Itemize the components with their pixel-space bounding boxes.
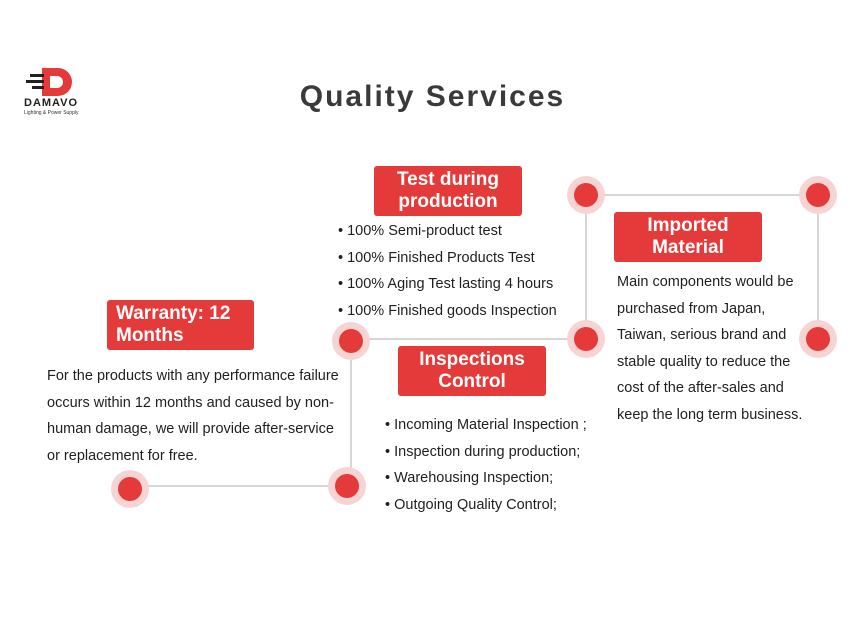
text-line: For the products with any performance fa… xyxy=(47,368,339,384)
logo-tagline: Lighting & Power Supply xyxy=(24,110,79,116)
timeline-node xyxy=(567,320,605,358)
timeline-node xyxy=(799,320,837,358)
timeline-node xyxy=(328,467,366,505)
text-line: Taiwan, serious brand and xyxy=(617,327,787,343)
section-title-line: Imported xyxy=(647,215,729,236)
logo-wordmark: DAMAVO xyxy=(24,97,79,109)
text-line: purchased from Japan, xyxy=(617,300,766,317)
damavo-logo-mark-icon xyxy=(26,68,72,96)
inspections-control-list: Incoming Material Inspection ; Inspectio… xyxy=(385,412,587,518)
list-item: 100% Semi-product test xyxy=(338,218,557,245)
page-title: Quality Services xyxy=(299,80,566,113)
list-item: 100% Finished Products Test xyxy=(338,245,557,272)
section-title-line: Warranty: 12 xyxy=(116,303,231,324)
section-title-line: production xyxy=(398,190,498,212)
section-title-inspections-control: Inspections Control xyxy=(398,346,546,396)
timeline-node xyxy=(799,176,837,214)
brand-logo: DAMAVO Lighting & Power Supply xyxy=(22,66,94,116)
text-line: or replacement for free. xyxy=(47,447,198,464)
text-line: human damage, we will provide after-serv… xyxy=(47,421,334,437)
timeline-node xyxy=(567,176,605,214)
section-title-line: Control xyxy=(438,370,506,392)
list-item: Incoming Material Inspection ; xyxy=(385,412,587,439)
text-line: Main components would be xyxy=(617,274,794,290)
text-line: occurs within 12 months and caused by no… xyxy=(47,394,334,411)
section-title-line: Inspections xyxy=(419,349,525,370)
test-during-production-list: 100% Semi-product test 100% Finished Pro… xyxy=(338,218,557,324)
section-title-test-during-production: Test during production xyxy=(374,166,522,216)
list-item: 100% Aging Test lasting 4 hours xyxy=(338,271,557,298)
list-item: Warehousing Inspection; xyxy=(385,465,587,492)
imported-material-description: Main components would be purchased from … xyxy=(617,269,817,428)
list-item: 100% Finished goods Inspection xyxy=(338,298,557,325)
text-line: stable quality to reduce the xyxy=(617,353,791,370)
section-title-line: Test during xyxy=(396,169,500,190)
list-item: Outgoing Quality Control; xyxy=(385,492,587,519)
warranty-description: For the products with any performance fa… xyxy=(47,363,352,469)
timeline-node xyxy=(332,322,370,360)
section-title-imported-material: Imported Material xyxy=(614,212,762,262)
text-line: keep the long term business. xyxy=(617,406,803,423)
text-line: cost of the after-sales and xyxy=(617,380,784,396)
timeline-node xyxy=(111,470,149,508)
list-item: Inspection during production; xyxy=(385,439,587,466)
section-title-line: Material xyxy=(652,236,724,258)
section-title-warranty: Warranty: 12 Months xyxy=(107,300,254,350)
section-title-line: Months xyxy=(116,324,184,346)
